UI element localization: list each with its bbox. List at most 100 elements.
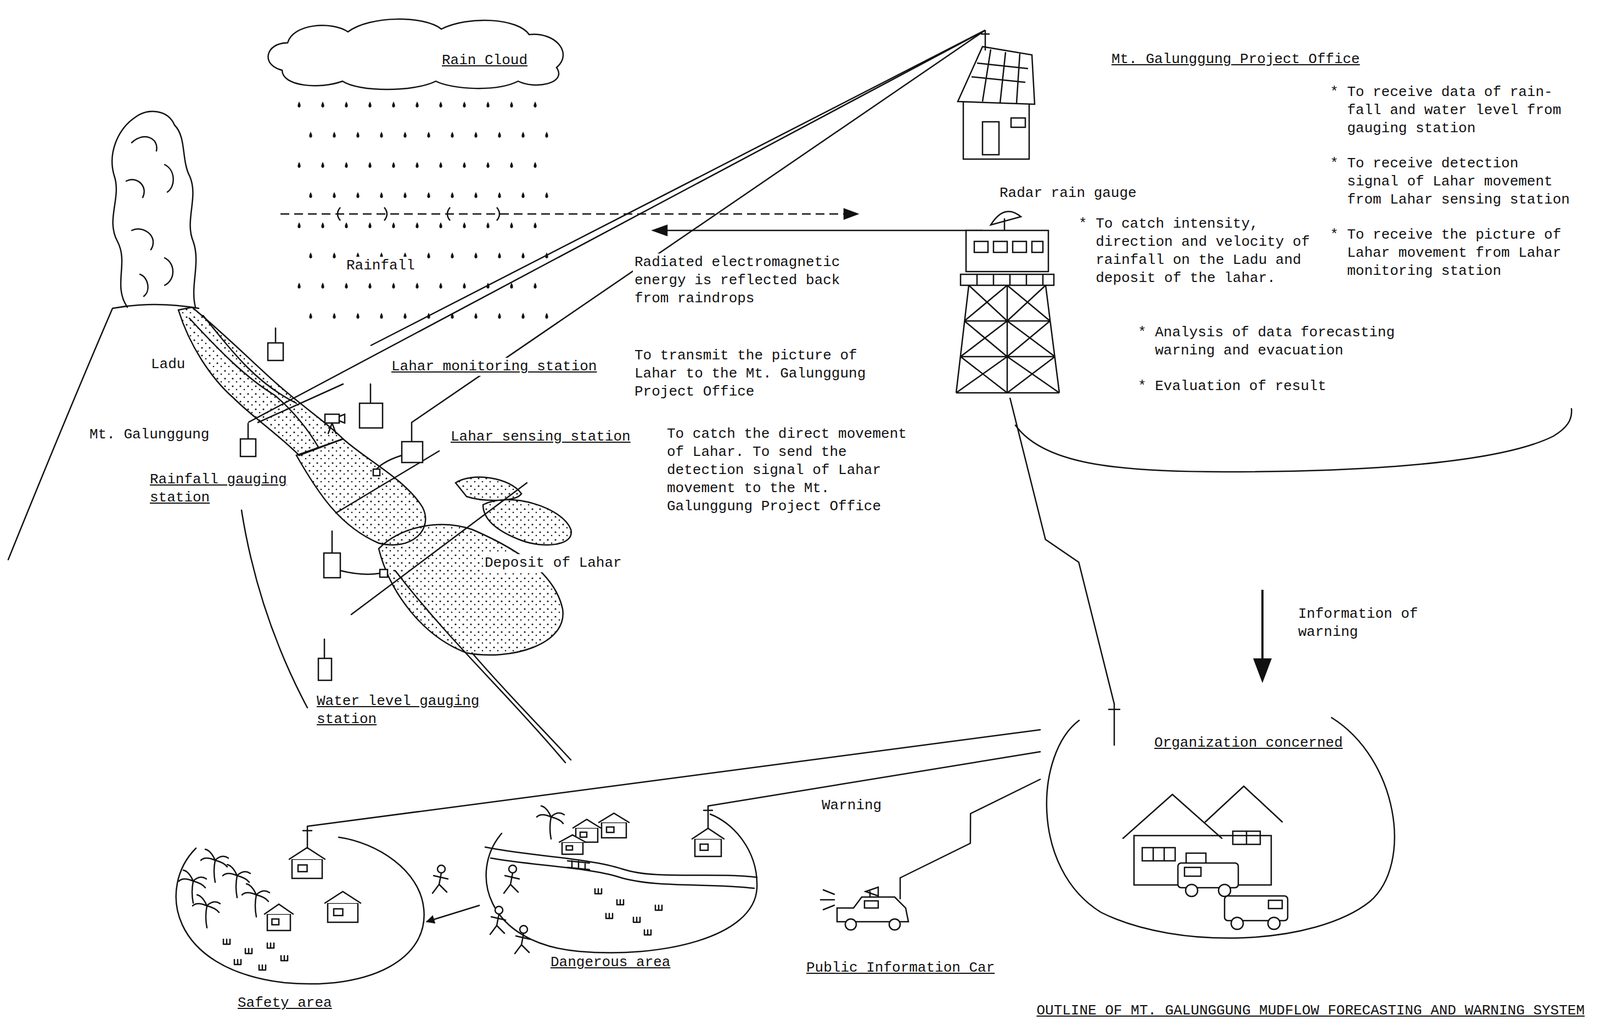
person-head bbox=[495, 906, 503, 915]
car-body bbox=[837, 897, 909, 923]
radio-link bbox=[307, 730, 1041, 827]
office-house bbox=[957, 30, 1035, 160]
node-note: * To receive data of rain-fall and water… bbox=[1328, 83, 1576, 138]
safety-area: Safety area bbox=[163, 826, 427, 1022]
raindrop bbox=[497, 192, 501, 199]
window-grid bbox=[1153, 831, 1247, 862]
node-heading: Safety area bbox=[236, 994, 334, 1013]
raindrop bbox=[297, 222, 301, 229]
radar-rain-gauge: Radar rain gauge * To catch intensity, di… bbox=[955, 183, 1318, 398]
raindrop bbox=[356, 312, 359, 319]
raindrop bbox=[344, 101, 348, 108]
node-heading: Lahar monitoring station bbox=[389, 357, 599, 376]
car bbox=[1177, 863, 1239, 889]
annotation-label: Warning bbox=[820, 796, 884, 816]
node-heading: Rainfall gauging station bbox=[148, 470, 300, 508]
raindrop bbox=[321, 282, 324, 289]
window bbox=[1011, 118, 1026, 128]
lahar-monitoring-station: Lahar monitoring stationTo transmit the … bbox=[329, 345, 879, 407]
raindrop bbox=[545, 192, 548, 199]
raindrop bbox=[321, 101, 324, 108]
raindrop bbox=[521, 131, 525, 138]
house bbox=[694, 839, 722, 857]
node-note: * Evaluation of result bbox=[1136, 377, 1328, 396]
beam-dashed bbox=[280, 213, 850, 216]
raindrop bbox=[415, 101, 419, 108]
node-heading: Water level gauging station bbox=[315, 692, 493, 729]
annotation-label: Radiated electromagnetic energy is refle… bbox=[632, 253, 853, 308]
raindrop bbox=[332, 312, 336, 319]
lahar-deposit bbox=[296, 439, 572, 656]
public-information-car: Public Information Car bbox=[804, 878, 1000, 986]
project-office: Mt. Galunggung Project Office* To receiv… bbox=[949, 30, 1592, 475]
person-head bbox=[437, 865, 446, 874]
house-roof bbox=[573, 819, 601, 829]
node-note: * To catch intensity, direction and velo… bbox=[1076, 215, 1313, 288]
car-wheel bbox=[889, 919, 901, 931]
raindrop bbox=[509, 161, 513, 168]
camera-lens bbox=[328, 414, 345, 434]
raindrop bbox=[486, 222, 490, 229]
raindrop bbox=[521, 312, 525, 319]
node-heading: Radar rain gauge bbox=[997, 184, 1139, 203]
raindrop bbox=[462, 222, 466, 229]
raindrop bbox=[356, 192, 359, 199]
area-outline bbox=[176, 837, 425, 985]
cabin-windows bbox=[974, 241, 1043, 253]
house bbox=[327, 903, 358, 923]
dangerous-area: Dangerous area bbox=[479, 806, 761, 977]
raindrop bbox=[497, 131, 501, 138]
annotation-label: Ladu bbox=[149, 355, 187, 374]
sensor-wire bbox=[340, 455, 402, 575]
eruption-plume bbox=[111, 111, 196, 308]
beam-marks bbox=[337, 207, 500, 221]
raindrop bbox=[462, 101, 466, 108]
raindrop bbox=[427, 131, 430, 138]
transmitter-box bbox=[359, 403, 383, 429]
radio-link bbox=[248, 30, 986, 423]
palm-trees bbox=[178, 849, 270, 929]
house bbox=[601, 822, 627, 839]
raindrop bbox=[356, 131, 359, 138]
raindrop bbox=[321, 222, 324, 229]
raindrop bbox=[533, 282, 537, 289]
house-roof bbox=[324, 891, 361, 904]
railing bbox=[960, 274, 1054, 286]
house-window bbox=[580, 832, 587, 838]
annotation-label: Information of warning bbox=[1296, 605, 1432, 642]
raindrop bbox=[474, 252, 477, 259]
node-heading: Organization concerned bbox=[1152, 734, 1345, 753]
raindrop bbox=[379, 192, 383, 199]
raindrop bbox=[368, 101, 372, 108]
raindrop bbox=[450, 252, 454, 259]
volcano-slope bbox=[8, 304, 308, 709]
house-window bbox=[298, 865, 308, 873]
node-heading: Dangerous area bbox=[548, 953, 672, 973]
car-window bbox=[1184, 867, 1201, 877]
antenna bbox=[302, 826, 312, 849]
raindrop bbox=[379, 312, 383, 319]
node-note: * To receive the picture of Lahar moveme… bbox=[1328, 226, 1576, 281]
sensor-box bbox=[401, 441, 423, 463]
arrow-connector bbox=[426, 905, 480, 923]
node-note: * To receive detection signal of Lahar m… bbox=[1328, 154, 1576, 210]
raindrop bbox=[297, 282, 301, 289]
organization-concerned: Organization concerned bbox=[1040, 704, 1399, 939]
car-wheel bbox=[1267, 917, 1280, 930]
house-window bbox=[700, 844, 709, 851]
beam-solid bbox=[661, 229, 983, 232]
car bbox=[1224, 896, 1288, 922]
raindrop bbox=[332, 192, 336, 199]
raindrop bbox=[368, 222, 372, 229]
antenna bbox=[1108, 704, 1120, 746]
node-note: To catch the direct movement of Lahar. T… bbox=[665, 425, 911, 516]
raindrop bbox=[309, 192, 312, 199]
rain-gauge bbox=[240, 439, 256, 457]
raindrop bbox=[427, 252, 430, 259]
radio-link bbox=[900, 779, 1041, 879]
building-window bbox=[1142, 848, 1176, 862]
house-roof bbox=[559, 835, 586, 843]
node-heading: Rain Cloud bbox=[440, 51, 530, 70]
raindrop bbox=[415, 222, 419, 229]
